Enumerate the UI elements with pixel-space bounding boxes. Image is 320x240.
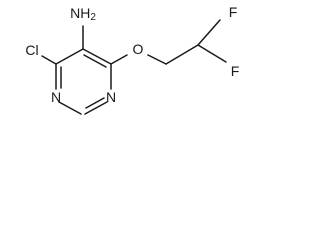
fluorine-upper-label: F	[229, 4, 238, 20]
bond-c4-cl	[41, 55, 57, 65]
bond-n3-c2	[58, 101, 82, 115]
amine-subscript: 2	[90, 12, 96, 23]
structure-diagram: NH2 Cl O F F N N	[25, 4, 240, 115]
amine-label: NH2	[70, 5, 96, 23]
bond-c2-n1	[84, 101, 108, 115]
bond-chf2-f-upper	[197, 19, 221, 46]
bond-c5-c4	[55, 48, 84, 65]
bond-o-ch2	[147, 54, 167, 65]
bond-c5-c6	[82, 48, 112, 65]
bond-ch2-chf2	[165, 44, 199, 65]
bond-c2-n1-double	[85, 97, 105, 109]
ring-nitrogen-left-label: N	[51, 89, 61, 105]
ether-oxygen-label: O	[133, 41, 144, 57]
bond-c5-c6-double	[83, 54, 107, 68]
bond-c6-o	[110, 54, 128, 65]
bond-chf2-f-lower	[197, 44, 227, 63]
fluorine-lower-label: F	[231, 63, 240, 79]
ring-nitrogen-right-label: N	[106, 89, 116, 105]
chlorine-label: Cl	[25, 42, 38, 58]
